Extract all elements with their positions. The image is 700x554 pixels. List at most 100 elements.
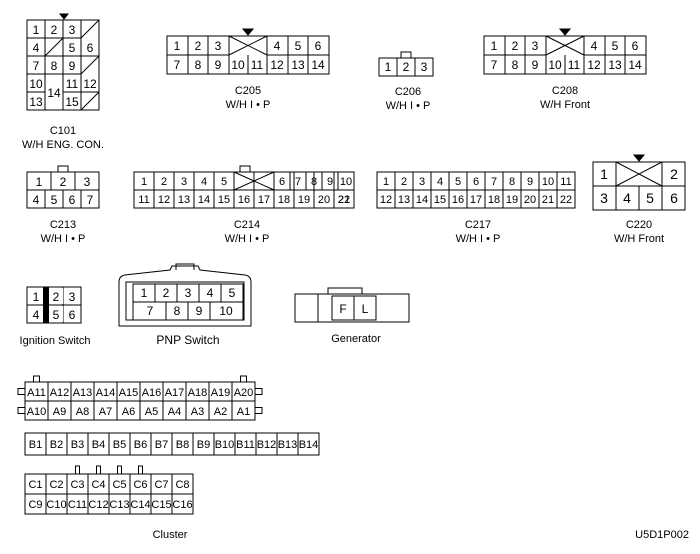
pin-label: 6 <box>69 308 76 322</box>
pin-label: 7 <box>33 59 40 73</box>
pin-label: 4 <box>274 39 281 53</box>
pin-label: B14 <box>299 439 319 451</box>
pin-label: 7 <box>174 58 181 72</box>
pin-label: A3 <box>191 406 204 418</box>
c206-pins: 1 2 3 <box>385 60 428 74</box>
pin-label: 3 <box>421 60 428 74</box>
pin-label: 13 <box>291 58 305 72</box>
pin-label: 13 <box>398 194 410 206</box>
pin-label: B11 <box>236 439 255 451</box>
pin-label: 1 <box>600 166 608 182</box>
pin-label: 2 <box>401 176 407 188</box>
c213-desc: W/H I • P <box>41 233 86 245</box>
pin-label: 5 <box>53 308 60 322</box>
pin-label: 13 <box>178 194 190 206</box>
pin-label: 14 <box>628 58 642 72</box>
pin-label: 1 <box>36 175 43 189</box>
pin-label: C16 <box>172 499 192 511</box>
pin-label: 11 <box>251 58 264 72</box>
pin-label: 2 <box>670 166 678 182</box>
pin-label: 5 <box>229 286 236 300</box>
connector-c217 <box>376 171 576 209</box>
pin-label: 5 <box>612 39 619 53</box>
pin-label: 19 <box>506 194 518 206</box>
c101-name: C101 <box>50 125 76 137</box>
connector-c220 <box>592 154 686 211</box>
pin-label: 20 <box>524 194 536 206</box>
pin-label: 2 <box>53 290 60 304</box>
connector-c214 <box>133 165 355 209</box>
pin-label: 6 <box>632 39 639 53</box>
pin-label: 3 <box>600 190 608 206</box>
pin-label: 13 <box>29 95 43 109</box>
pin-label: A1 <box>237 406 250 418</box>
pin-label: 17 <box>470 194 482 206</box>
pin-label: 3 <box>181 176 187 188</box>
pin-label: 2 <box>195 39 202 53</box>
pin-label: 8 <box>195 58 202 72</box>
pin-label: 4 <box>591 39 598 53</box>
pin-label: C13 <box>109 499 129 511</box>
pin-label: 20 <box>318 194 330 206</box>
c208-pins: 1 2 3 4 5 6 7 8 9 10 11 12 13 14 <box>491 39 642 72</box>
pin-label: 12 <box>587 58 601 72</box>
pin-label: 5 <box>646 190 654 206</box>
c205-name: C205 <box>235 85 261 97</box>
pin-label: 8 <box>174 304 181 318</box>
pin-label: 8 <box>311 176 317 188</box>
pin-label: 14 <box>47 86 61 100</box>
c101-pins: 1 2 3 4 5 6 7 8 9 10 11 12 13 14 15 <box>29 23 97 109</box>
pin-label: 1 <box>33 23 40 37</box>
pin-label: 3 <box>419 176 425 188</box>
pin-label: 12 <box>380 194 392 206</box>
pin-label: A4 <box>168 406 181 418</box>
pin-label: 12 <box>158 194 170 206</box>
pin-label: 6 <box>87 41 94 55</box>
pin-label: A12 <box>50 387 70 399</box>
pin-label: C2 <box>49 479 63 491</box>
ignition-switch-name: Ignition Switch <box>20 335 91 347</box>
c217-desc: W/H I • P <box>456 233 501 245</box>
pin-label: 18 <box>278 194 290 206</box>
connector-c213 <box>26 165 100 209</box>
pin-label: C4 <box>91 479 105 491</box>
pin-label: 4 <box>201 176 207 188</box>
pin-label: 6 <box>670 190 678 206</box>
c220-pins: 1 2 3 4 5 6 <box>600 166 678 206</box>
pin-label: 8 <box>51 59 58 73</box>
pin-label: 3 <box>215 39 222 53</box>
pin-label: F <box>339 302 346 316</box>
pin-label: A11 <box>27 387 46 399</box>
pin-label: A2 <box>214 406 227 418</box>
cluster-name: Cluster <box>153 529 188 541</box>
pin-label: 17 <box>258 194 270 206</box>
pin-label: 14 <box>198 194 210 206</box>
pin-label: 9 <box>215 58 222 72</box>
pin-label: 11 <box>560 176 571 188</box>
pin-label: 11 <box>138 194 149 206</box>
c214-name: C214 <box>234 219 260 231</box>
c213-name: C213 <box>50 219 76 231</box>
pin-label: 9 <box>527 176 533 188</box>
generator-name: Generator <box>331 333 381 345</box>
pin-label: B4 <box>92 439 105 451</box>
pin-label: 7 <box>87 193 94 207</box>
pin-label: A16 <box>142 387 162 399</box>
c208-name: C208 <box>552 85 578 97</box>
pin-label: 3 <box>69 23 76 37</box>
pin-label: 4 <box>33 41 40 55</box>
pin-label: 18 <box>488 194 500 206</box>
pin-label: 4 <box>437 176 443 188</box>
connector-c101 <box>26 13 100 111</box>
pin-label: 1 <box>383 176 389 188</box>
pin-label: 21 <box>542 194 554 206</box>
pin-label: 2 <box>60 175 67 189</box>
pin-label: C15 <box>151 499 171 511</box>
ignition-pins: 1 2 3 4 5 6 <box>28 288 76 322</box>
pin-label: 4 <box>33 193 40 207</box>
pin-label: 10 <box>542 176 554 188</box>
pin-label: C8 <box>175 479 189 491</box>
c206-name: C206 <box>395 86 421 98</box>
pnp-pins: 1 2 3 4 5 6 7 8 9 10 <box>141 286 236 318</box>
